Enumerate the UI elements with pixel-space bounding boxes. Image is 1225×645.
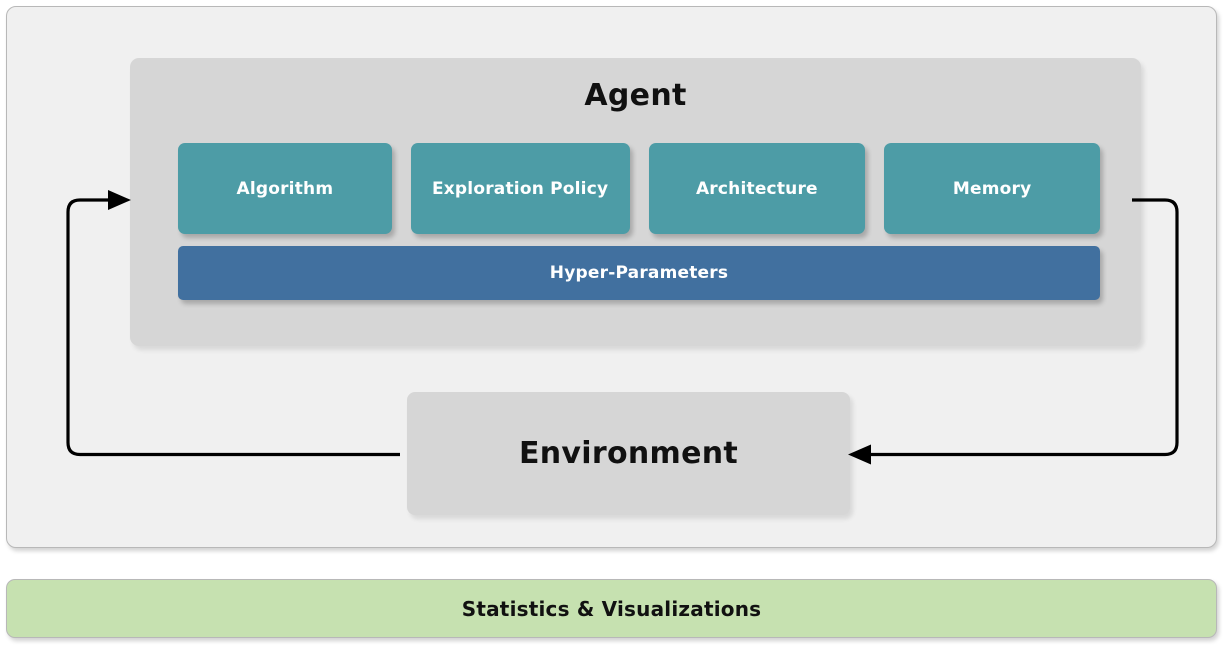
agent-component-memory[interactable]: Memory: [884, 143, 1100, 234]
environment-block[interactable]: Environment: [407, 392, 850, 515]
agent-component-label: Memory: [952, 178, 1032, 199]
environment-label: Environment: [518, 436, 739, 471]
arrowhead-left-icon: [848, 444, 871, 465]
agent-panel-title: Agent: [584, 78, 687, 113]
statistics-visualizations-bar[interactable]: Statistics & Visualizations: [6, 579, 1217, 638]
agent-component-label: Algorithm: [236, 178, 334, 199]
hyper-parameters-bar[interactable]: Hyper-Parameters: [178, 246, 1100, 300]
agent-component-label: Architecture: [695, 178, 818, 199]
agent-component-label: Exploration Policy: [431, 178, 609, 199]
arrowhead-right-icon: [108, 190, 131, 210]
rl-loop-container: Agent Algorithm Exploration Policy Archi…: [6, 6, 1217, 548]
hyper-parameters-label: Hyper-Parameters: [549, 263, 729, 283]
agent-component-algorithm[interactable]: Algorithm: [178, 143, 392, 234]
agent-component-exploration-policy[interactable]: Exploration Policy: [410, 143, 630, 234]
statistics-visualizations-label: Statistics & Visualizations: [461, 596, 762, 621]
agent-component-row: Algorithm Exploration Policy Architectur…: [178, 143, 1100, 234]
agent-component-architecture[interactable]: Architecture: [648, 143, 866, 234]
agent-panel[interactable]: Agent Algorithm Exploration Policy Archi…: [130, 58, 1141, 346]
